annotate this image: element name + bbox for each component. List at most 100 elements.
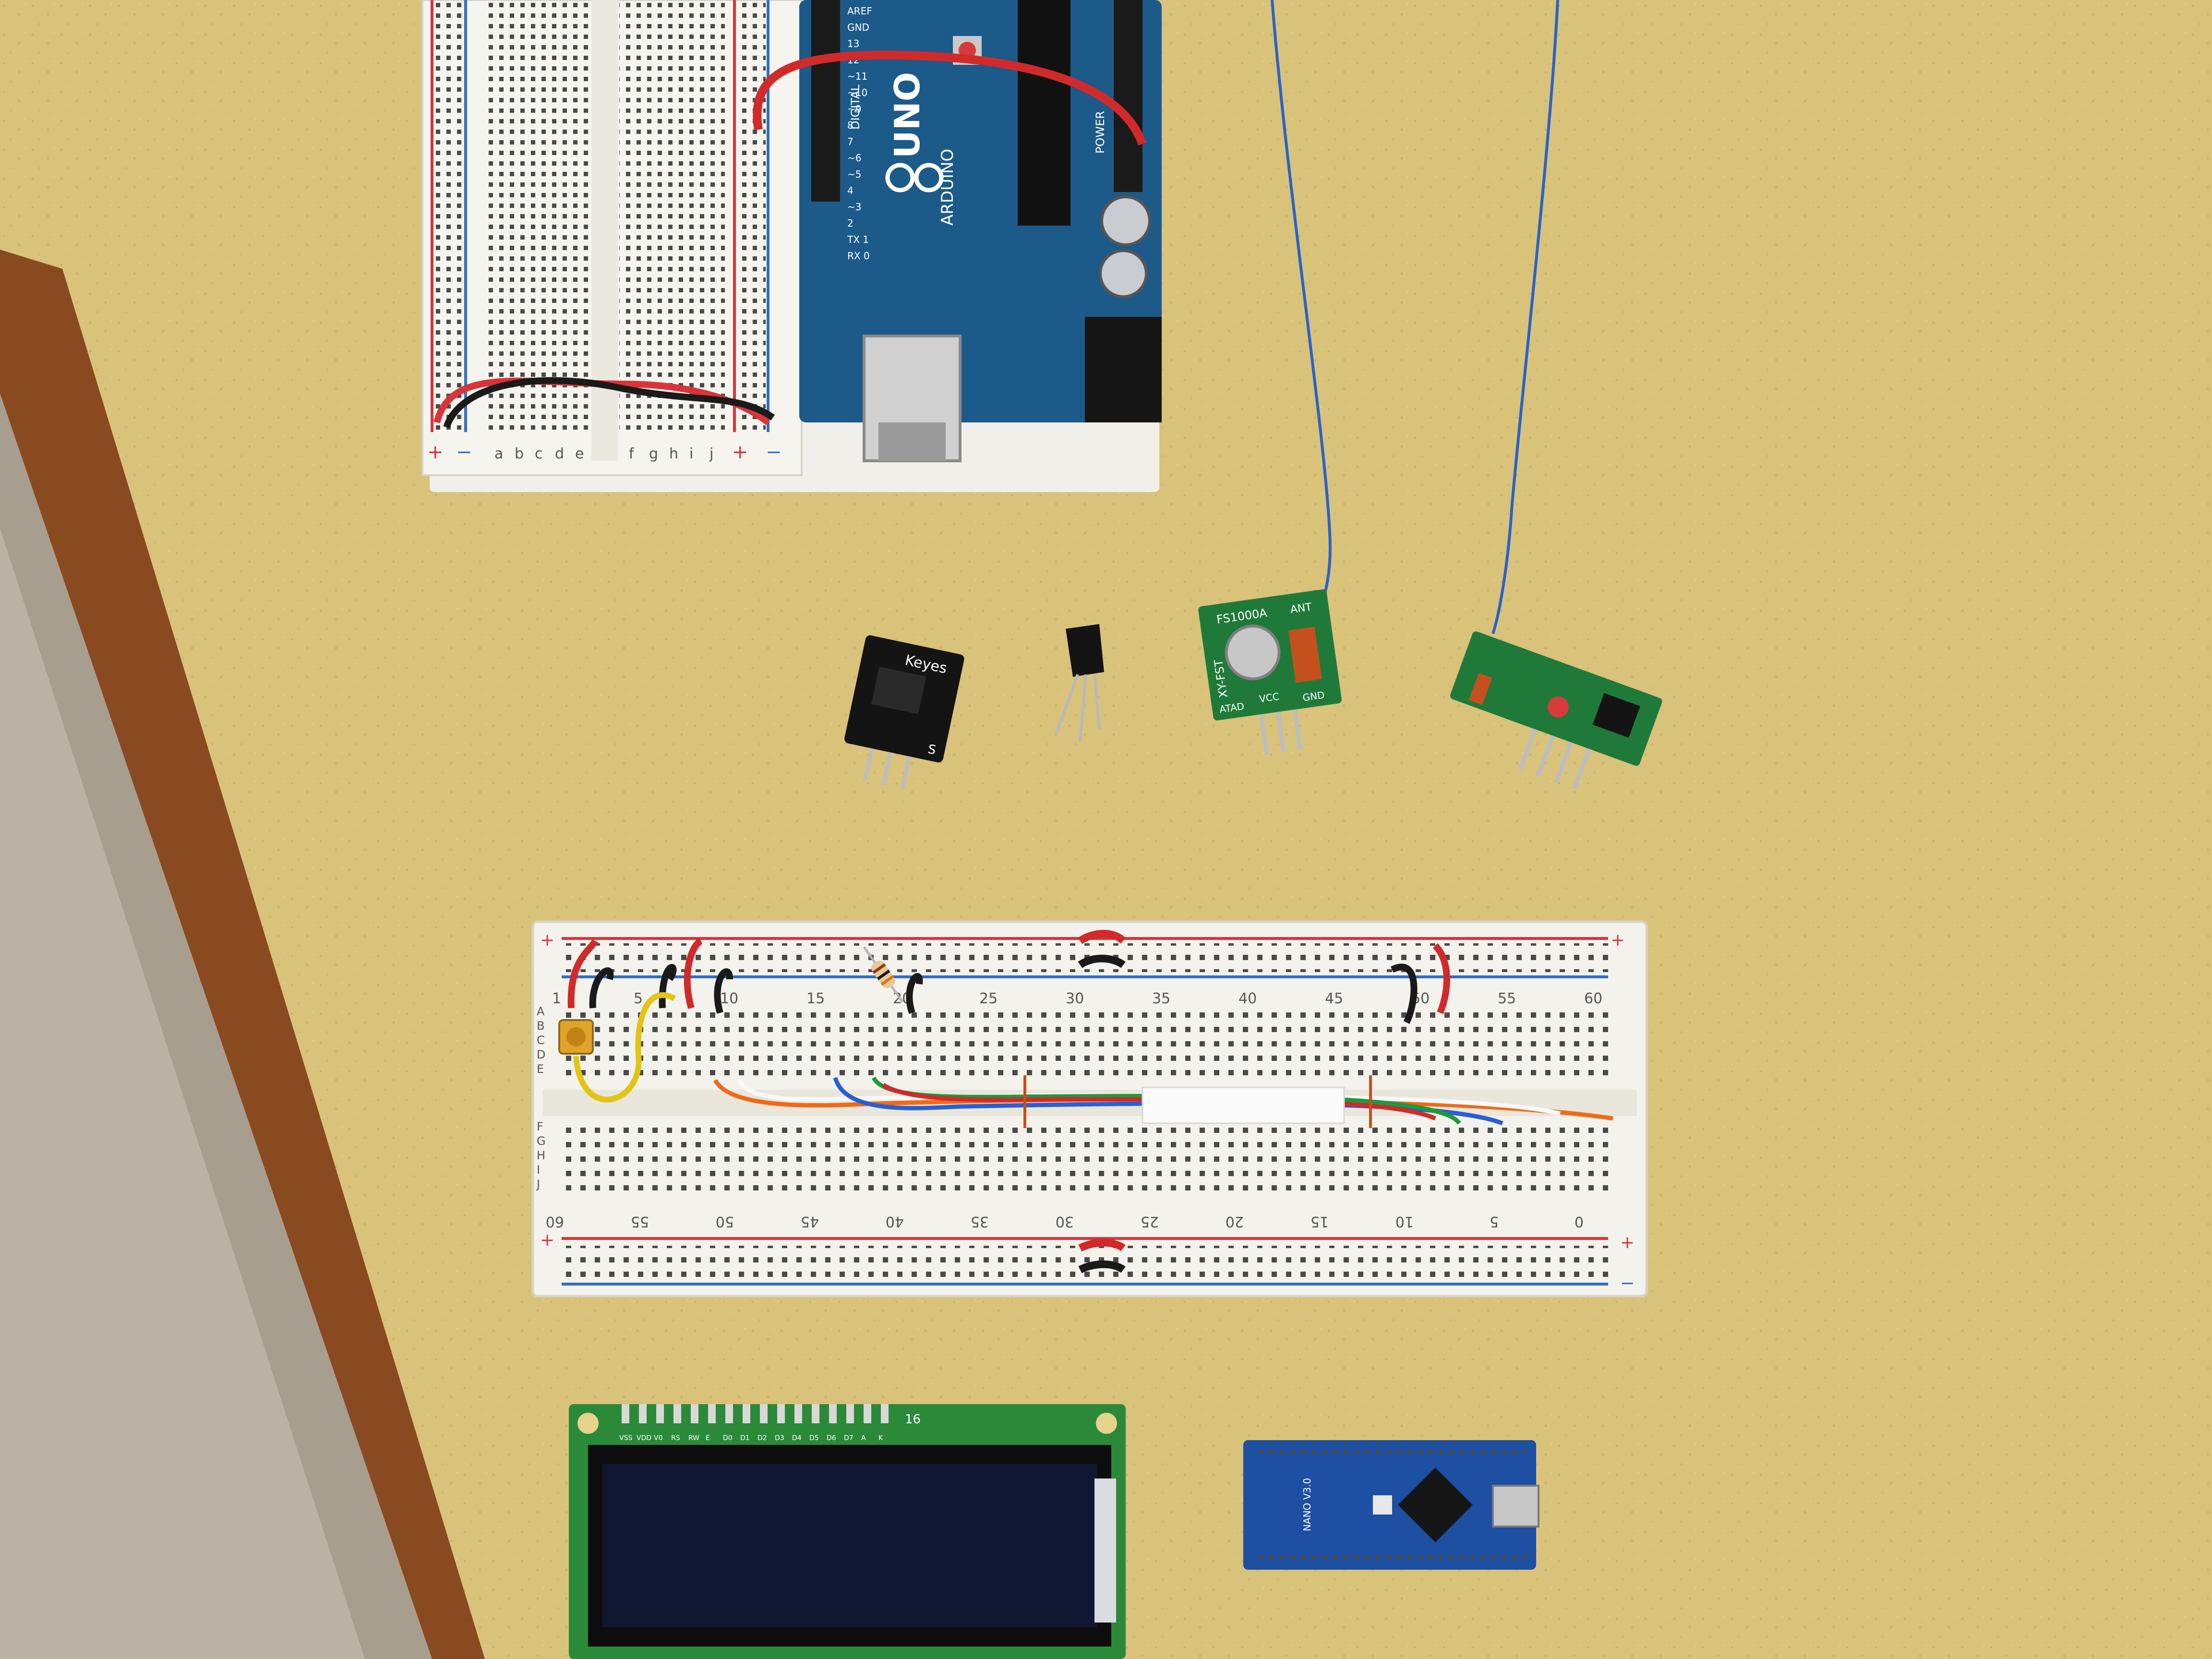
row-letter: A: [537, 1005, 545, 1018]
uno-pin-label: TX 1: [847, 234, 869, 245]
uno-pin-label: 2: [847, 217, 854, 229]
uno-pin-label: GND: [847, 22, 869, 33]
yellow-jumper: [573, 992, 676, 1103]
row-letter: D: [537, 1048, 545, 1061]
black-jumper-6: [1390, 963, 1418, 1024]
arduino-logo-icon: [885, 163, 944, 192]
column-letter: c: [535, 445, 543, 462]
black-jumper-7: [1078, 1260, 1126, 1274]
keyes-pin-s: S: [926, 742, 937, 758]
lcd-pin-label: D1: [740, 1434, 750, 1442]
uno-pin-label: RX 0: [847, 250, 870, 262]
row-letter: B: [537, 1019, 544, 1033]
column-number: 1: [552, 990, 561, 1007]
column-number: 40: [1238, 990, 1257, 1007]
uno-pin-label: 13: [847, 38, 859, 49]
capacitor-2: [1099, 249, 1148, 298]
transistor: [1055, 624, 1104, 742]
black-jumper-5: [1078, 954, 1126, 968]
uno-pin-label: 8: [847, 120, 854, 131]
capacitor-1: [1100, 195, 1151, 246]
dc-barrel-jack: [1085, 317, 1162, 422]
column-letter: b: [515, 445, 524, 462]
lcd-pin-count: 16: [905, 1412, 921, 1427]
lcd-pin-label: D4: [792, 1434, 802, 1442]
top-breadboard-plus-left: +: [427, 441, 444, 463]
lcd-pin-label: RS: [671, 1434, 680, 1442]
column-number: 15: [1310, 1213, 1329, 1230]
uno-power-label: POWER: [1094, 111, 1107, 154]
lcd-screen: [602, 1464, 1097, 1627]
lcd-header-pin: [846, 1404, 854, 1423]
arduino-uno: UNO ARDUINO DIGITAL POWER AREFGND1312~11…: [753, 0, 1162, 462]
uno-pin-label: ~11: [847, 71, 867, 82]
uno-pin-label: ~6: [847, 152, 861, 164]
mini-usb-port: [1492, 1485, 1539, 1527]
red-jumper-1: [567, 939, 599, 1009]
red-signal-wire: [882, 1083, 1436, 1121]
column-number: 35: [1152, 990, 1170, 1007]
lcd-header-pin: [743, 1404, 750, 1423]
column-number: 10: [1395, 1213, 1414, 1230]
row-letter: C: [537, 1034, 545, 1047]
main-breadboard-plus-top-right: +: [1611, 930, 1625, 950]
column-number: 0: [1575, 1213, 1584, 1230]
resistor: [863, 946, 904, 1003]
column-letter: f: [629, 445, 635, 462]
column-number: 20: [1226, 1213, 1244, 1230]
black-ground-wire: [443, 377, 775, 429]
transmitter-pin-vcc: VCC: [1259, 691, 1280, 705]
arduino-nano: NANO V3.0: [1243, 1440, 1539, 1570]
top-breadboard-plus-right: +: [732, 441, 748, 463]
red-jumper-5: [1078, 1238, 1126, 1252]
atmega-chip: [1018, 0, 1070, 226]
lcd-header-pin: [656, 1404, 664, 1423]
uno-pin-label: ~5: [847, 168, 861, 180]
column-number: 30: [1056, 1213, 1074, 1230]
lcd-header-pin: [829, 1404, 837, 1423]
column-number: 5: [1490, 1213, 1499, 1230]
lcd-header-pin: [673, 1404, 681, 1423]
arduino-uno-pcb: [799, 0, 1162, 422]
column-number: 55: [631, 1213, 649, 1230]
lcd-pin-label: D5: [809, 1434, 819, 1442]
column-letter: i: [689, 445, 693, 462]
uno-pin-label: AREF: [847, 5, 872, 17]
nano-chip: [1398, 1467, 1473, 1542]
red-jumper-4: [1432, 943, 1450, 1014]
lcd-pin-label: E: [706, 1434, 710, 1442]
lcd-pin-label: D6: [827, 1434, 836, 1442]
black-jumper-3: [714, 968, 733, 1014]
keyes-sensor-module: Keyes S: [844, 635, 964, 790]
lcd-header-pin: [864, 1404, 871, 1423]
column-number: 25: [1141, 1213, 1159, 1230]
lcd-pin-row: [622, 1404, 889, 1423]
uno-brand: ARDUINO: [938, 149, 957, 226]
column-letter: e: [575, 445, 584, 462]
column-number: 25: [979, 990, 998, 1007]
main-breadboard-minus-bottom-right: −: [1620, 1274, 1635, 1293]
uno-pin-label: ~3: [847, 201, 861, 213]
lcd-header-pin: [794, 1404, 802, 1423]
row-letter: H: [537, 1149, 545, 1162]
top-breadboard-minus-right: −: [766, 441, 782, 463]
crystal-oscillator: [1225, 625, 1281, 681]
lcd-header-pin: [691, 1404, 698, 1423]
lcd-header-pin: [622, 1404, 629, 1423]
column-number: 50: [716, 1213, 734, 1230]
lcd-pin-label: D7: [844, 1434, 854, 1442]
column-letter: a: [494, 445, 503, 462]
lcd-header-pin: [708, 1404, 716, 1423]
row-letter: G: [537, 1134, 546, 1148]
column-number: 45: [1325, 990, 1343, 1007]
column-letter: g: [649, 445, 658, 462]
lcd-pin-label: D0: [723, 1434, 733, 1442]
lcd-pin-label: K: [878, 1434, 883, 1442]
